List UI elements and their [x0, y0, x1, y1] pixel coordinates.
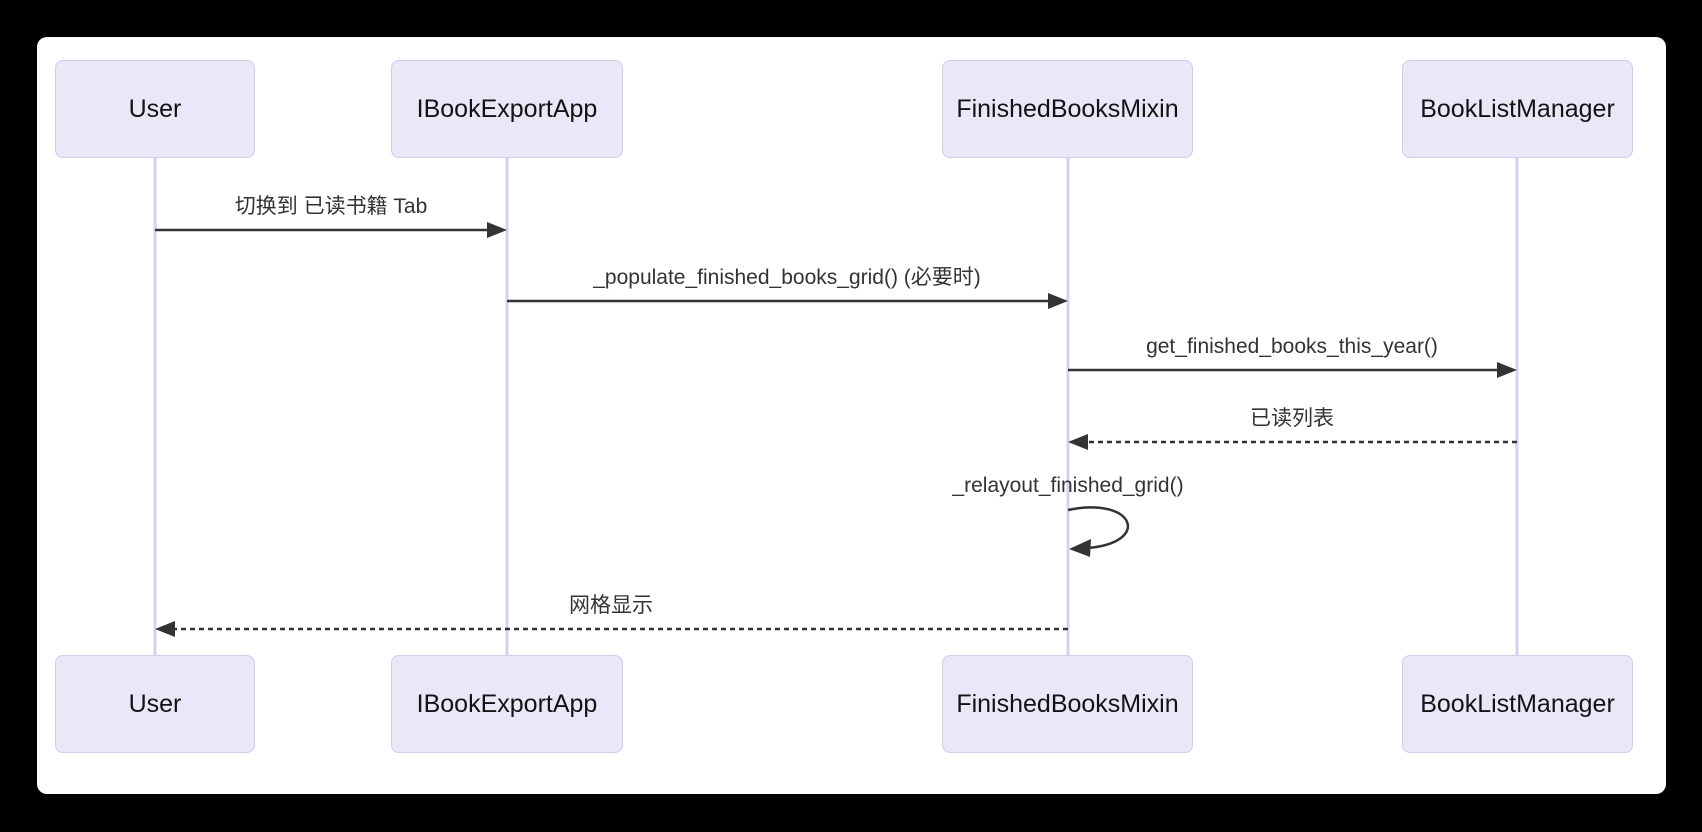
- participant-finishedbooksmixin-bottom: FinishedBooksMixin: [942, 655, 1193, 753]
- sequence-diagram-canvas: User IBookExportApp FinishedBooksMixin B…: [37, 37, 1666, 794]
- participant-user-bottom: User: [55, 655, 255, 753]
- message-label-2: _populate_finished_books_grid() (必要时): [593, 266, 981, 289]
- participant-ibookexportapp-top: IBookExportApp: [391, 60, 623, 158]
- message-label-5: _relayout_finished_grid(): [952, 474, 1184, 497]
- diagram-lines-layer: [153, 158, 1519, 655]
- participant-user-top: User: [55, 60, 255, 158]
- participant-finishedbooksmixin-top: FinishedBooksMixin: [942, 60, 1193, 158]
- participant-booklistmanager-bottom: BookListManager: [1402, 655, 1633, 753]
- message-arrow-1: [155, 222, 507, 238]
- message-label-3: get_finished_books_this_year(): [1146, 335, 1438, 358]
- participant-booklistmanager-top: BookListManager: [1402, 60, 1633, 158]
- message-arrow-3: [1068, 362, 1517, 378]
- message-label-6: 网格显示: [569, 594, 653, 617]
- message-arrow-2: [507, 293, 1068, 309]
- message-self-loop: [1067, 506, 1130, 557]
- message-label-4: 已读列表: [1250, 407, 1334, 430]
- message-arrow-6: [155, 621, 1068, 637]
- participant-ibookexportapp-bottom: IBookExportApp: [391, 655, 623, 753]
- message-arrow-4: [1068, 434, 1517, 450]
- message-label-1: 切换到 已读书籍 Tab: [234, 195, 428, 218]
